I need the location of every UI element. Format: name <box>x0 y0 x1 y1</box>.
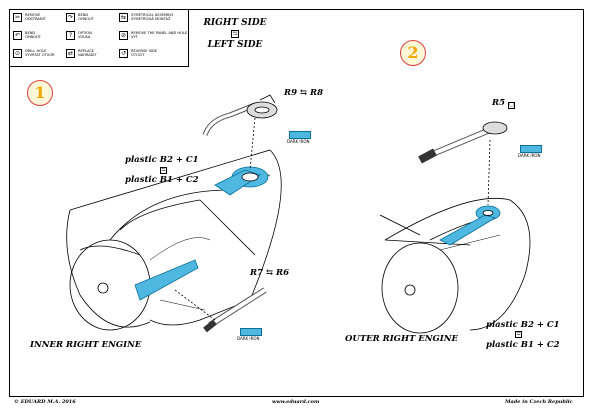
photo-etch-panel <box>134 259 199 301</box>
remove-paint-icon: ⊘ <box>119 31 128 40</box>
website: www.eduard.com <box>272 399 320 405</box>
page-frame <box>9 9 584 397</box>
part-label-plastic-b1-c2: plastic B1 + C2 <box>486 340 560 350</box>
exhaust-pipe-bottom <box>203 287 267 333</box>
part-label-plastic-b2-c1: plastic B2 + C1 <box>125 155 199 165</box>
legend-item: ↷ BendOhnout <box>66 13 94 22</box>
inner-engine-nacelle <box>66 149 282 331</box>
left-side-title: LEFT SIDE <box>207 40 263 50</box>
dark-iron-label: DARK IRON <box>287 139 310 144</box>
part-label-r5: R5▢ <box>492 98 515 109</box>
photo-etch-mount <box>214 166 269 196</box>
bend-icon: ↷ <box>66 13 75 22</box>
symmetrical-icon: ⇆ <box>515 331 522 338</box>
caption-inner-right-engine: INNER RIGHT ENGINE <box>30 340 142 350</box>
right-side-title: RIGHT SIDE <box>203 18 267 28</box>
option-icon: ? <box>66 31 75 40</box>
copyright: © EDUARD M.A. 2016 <box>14 399 76 405</box>
part-label-plastic-b2-c1: plastic B2 + C1 <box>486 320 560 330</box>
bend-cutout-icon: ↶ <box>13 31 22 40</box>
dark-iron-label: DARK IRON <box>237 336 260 341</box>
part-label-plastic-b1-c2: plastic B1 + C2 <box>125 175 199 185</box>
remove-icon: ✂ <box>13 13 22 22</box>
replace-icon: ⇄ <box>66 49 75 58</box>
symmetrical-icon: ⇆ <box>231 30 239 38</box>
dark-iron-swatch <box>520 145 542 153</box>
symmetrical-icon: ⇆ <box>119 13 128 22</box>
part-label-r9-r8: R9 ⇆ R8 <box>284 88 323 98</box>
outer-engine-nacelle <box>379 197 531 334</box>
legend-item: ↶ BendOhnout <box>13 31 41 40</box>
step-number-2: 2 <box>400 40 426 66</box>
part-label-r7-r6: R7 ⇆ R6 <box>250 268 289 278</box>
square-icon: ▢ <box>507 102 515 109</box>
legend-item: ⊘ Remove the panel and holeVyt <box>119 31 188 40</box>
exhaust-pipe-right <box>418 121 508 164</box>
legend-item: ⊙ Drill holeVyvrtat otvor <box>13 49 55 58</box>
legend-item: ? OptionVolba <box>66 31 116 40</box>
legend-item: ⇄ ReplaceNahradit <box>66 49 97 58</box>
caption-outer-right-engine: OUTER RIGHT ENGINE <box>345 334 458 344</box>
drill-hole-icon: ⊙ <box>13 49 22 58</box>
symmetrical-icon: ⇆ <box>160 167 167 174</box>
legend-item: ↺ Reverse sideOtočit <box>119 49 158 58</box>
symbol-legend: ✂ RemoveOdstranit ↷ BendOhnout ⇆ Symetri… <box>9 9 189 67</box>
exhaust-pipe-top <box>202 94 278 136</box>
dark-iron-swatch <box>240 328 262 336</box>
legend-item: ✂ RemoveOdstranit <box>13 13 46 22</box>
dark-iron-swatch <box>289 131 311 139</box>
dark-iron-label: DARK IRON <box>518 153 541 158</box>
made-in: Made in Czech Republic <box>505 399 573 405</box>
step-number-1: 1 <box>27 80 53 106</box>
legend-item: ⇆ Symetrical assemblySymetrická montáž <box>119 13 174 22</box>
reverse-side-icon: ↺ <box>119 49 128 58</box>
